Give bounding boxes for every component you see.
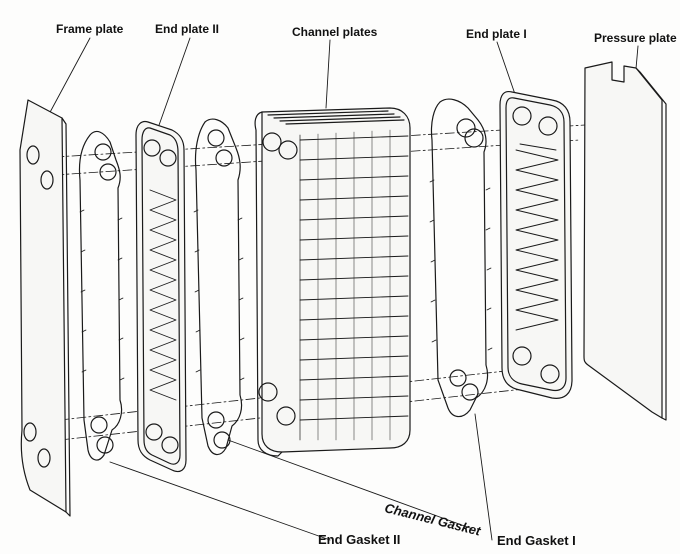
label-end-gasket-2: End Gasket II: [318, 532, 401, 547]
end-gasket-2: [78, 130, 125, 461]
channel-gasket: [193, 118, 245, 456]
label-frame-plate: Frame plate: [56, 22, 124, 36]
end-plate-2: [135, 120, 187, 473]
frame-plate: [19, 99, 71, 517]
label-channel-plates: Channel plates: [292, 25, 378, 39]
pressure-plate: [583, 61, 667, 421]
label-pressure-plate: Pressure plate: [594, 31, 677, 45]
end-gasket-1: [429, 98, 493, 418]
label-end-plate-1: End plate I: [466, 27, 527, 41]
end-plate-1: [499, 90, 573, 399]
label-end-plate-2: End plate II: [155, 22, 220, 36]
label-end-gasket-1: End Gasket I: [497, 533, 576, 548]
channel-plates-stack: [254, 107, 411, 457]
